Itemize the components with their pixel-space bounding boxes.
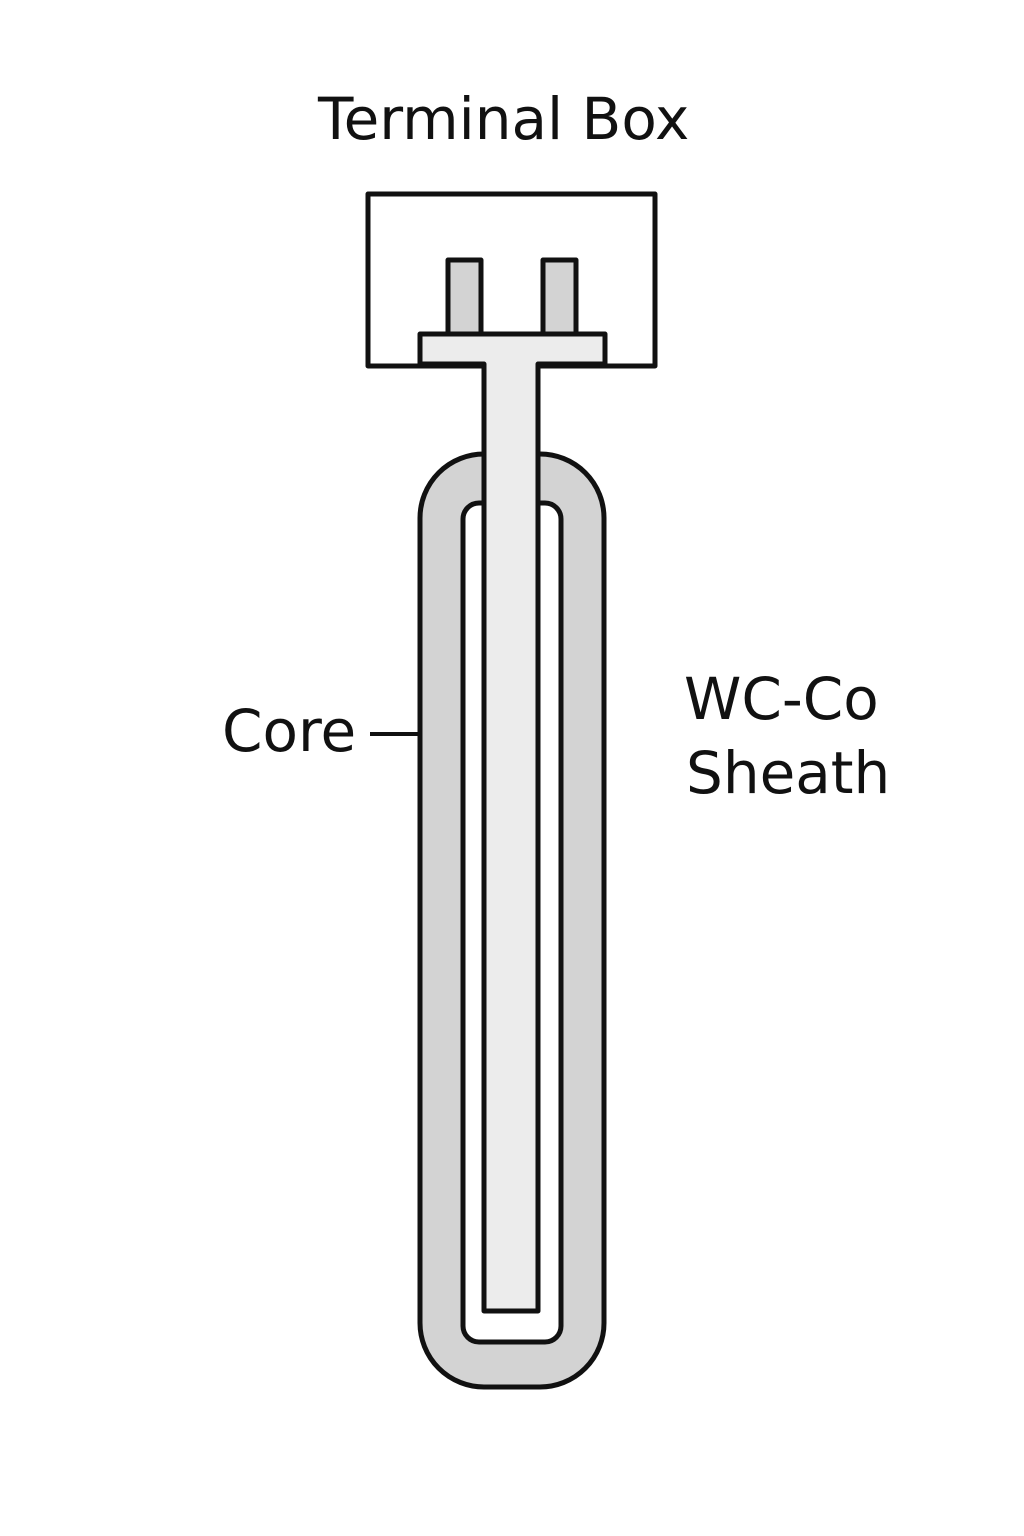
terminal-pin-left xyxy=(445,257,484,339)
core-rod xyxy=(417,331,608,1314)
sheath-label-line2: Sheath xyxy=(686,739,891,807)
terminal-pin-right xyxy=(540,257,579,339)
terminal-box-title: Terminal Box xyxy=(318,85,690,153)
sheath-label-line1: WC-Co xyxy=(684,665,879,733)
core-label: Core xyxy=(222,697,357,765)
